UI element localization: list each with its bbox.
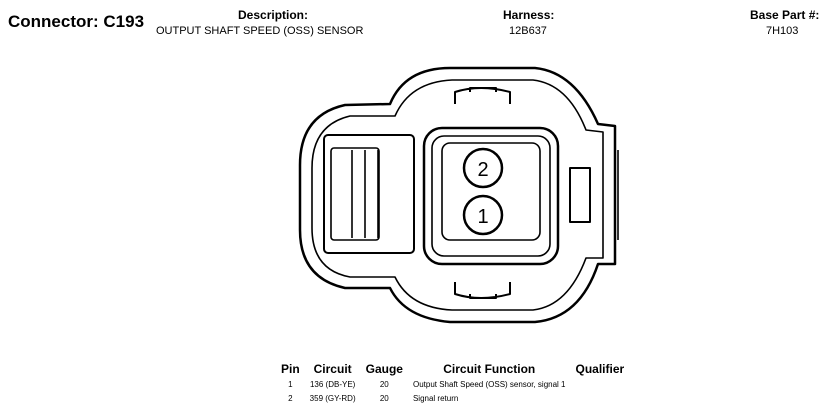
right-side-tab: [569, 167, 591, 223]
circuit-function: Signal return: [412, 393, 459, 403]
wire-gauge: 20: [379, 393, 389, 403]
header-circuit-function: Circuit Function: [443, 362, 536, 376]
harness-value: 12B637: [509, 25, 547, 37]
qualifier: [571, 377, 630, 391]
base-part-label: Base Part #:: [750, 8, 820, 22]
base-part-value: 7H103: [766, 25, 799, 37]
circuit-id: 136 (DB-YE): [309, 379, 356, 389]
lock-tab: [330, 147, 380, 241]
description-label: Description:: [238, 8, 309, 22]
circuit-id: 359 (GY-RD): [309, 393, 356, 403]
pin-number: 1: [288, 379, 293, 389]
pin-cavity-inner: [431, 135, 551, 257]
pin-1-label: 1: [477, 206, 488, 228]
connector-title: Connector: C193: [8, 12, 145, 31]
circuit-function: Output Shaft Speed (OSS) sensor, signal …: [412, 379, 566, 389]
pin-1-circle: [462, 194, 504, 236]
description-value: OUTPUT SHAFT SPEED (OSS) SENSOR: [156, 25, 364, 37]
header-pin: Pin: [281, 362, 300, 376]
pin-2-label: 2: [477, 159, 488, 181]
pin-cavity-shroud: [422, 126, 560, 266]
table-row: 2 359 (GY-RD) 20 Signal return: [276, 391, 629, 405]
pin-number: 2: [288, 393, 293, 403]
connector-inner-outline: [311, 79, 604, 311]
connector-face-diagram: 2 1: [298, 66, 619, 324]
table-row: 1 136 (DB-YE) 20 Output Shaft Speed (OSS…: [276, 377, 629, 391]
locking-block: [323, 134, 415, 254]
connector-housing-outline: [298, 66, 617, 324]
pin-2-circle: [462, 147, 504, 189]
top-latch: [454, 87, 511, 104]
header-qualifier: Qualifier: [575, 362, 625, 376]
harness-label: Harness:: [503, 8, 555, 22]
pin-table: Pin Circuit Gauge Circuit Function Quali…: [276, 361, 629, 405]
bottom-latch: [454, 282, 511, 299]
pin-cavity-face: [441, 142, 541, 241]
header-circuit: Circuit: [313, 362, 352, 376]
pin-table-header-row: Pin Circuit Gauge Circuit Function Quali…: [276, 361, 629, 377]
header-gauge: Gauge: [365, 362, 403, 376]
wire-gauge: 20: [379, 379, 389, 389]
qualifier: [571, 391, 630, 405]
